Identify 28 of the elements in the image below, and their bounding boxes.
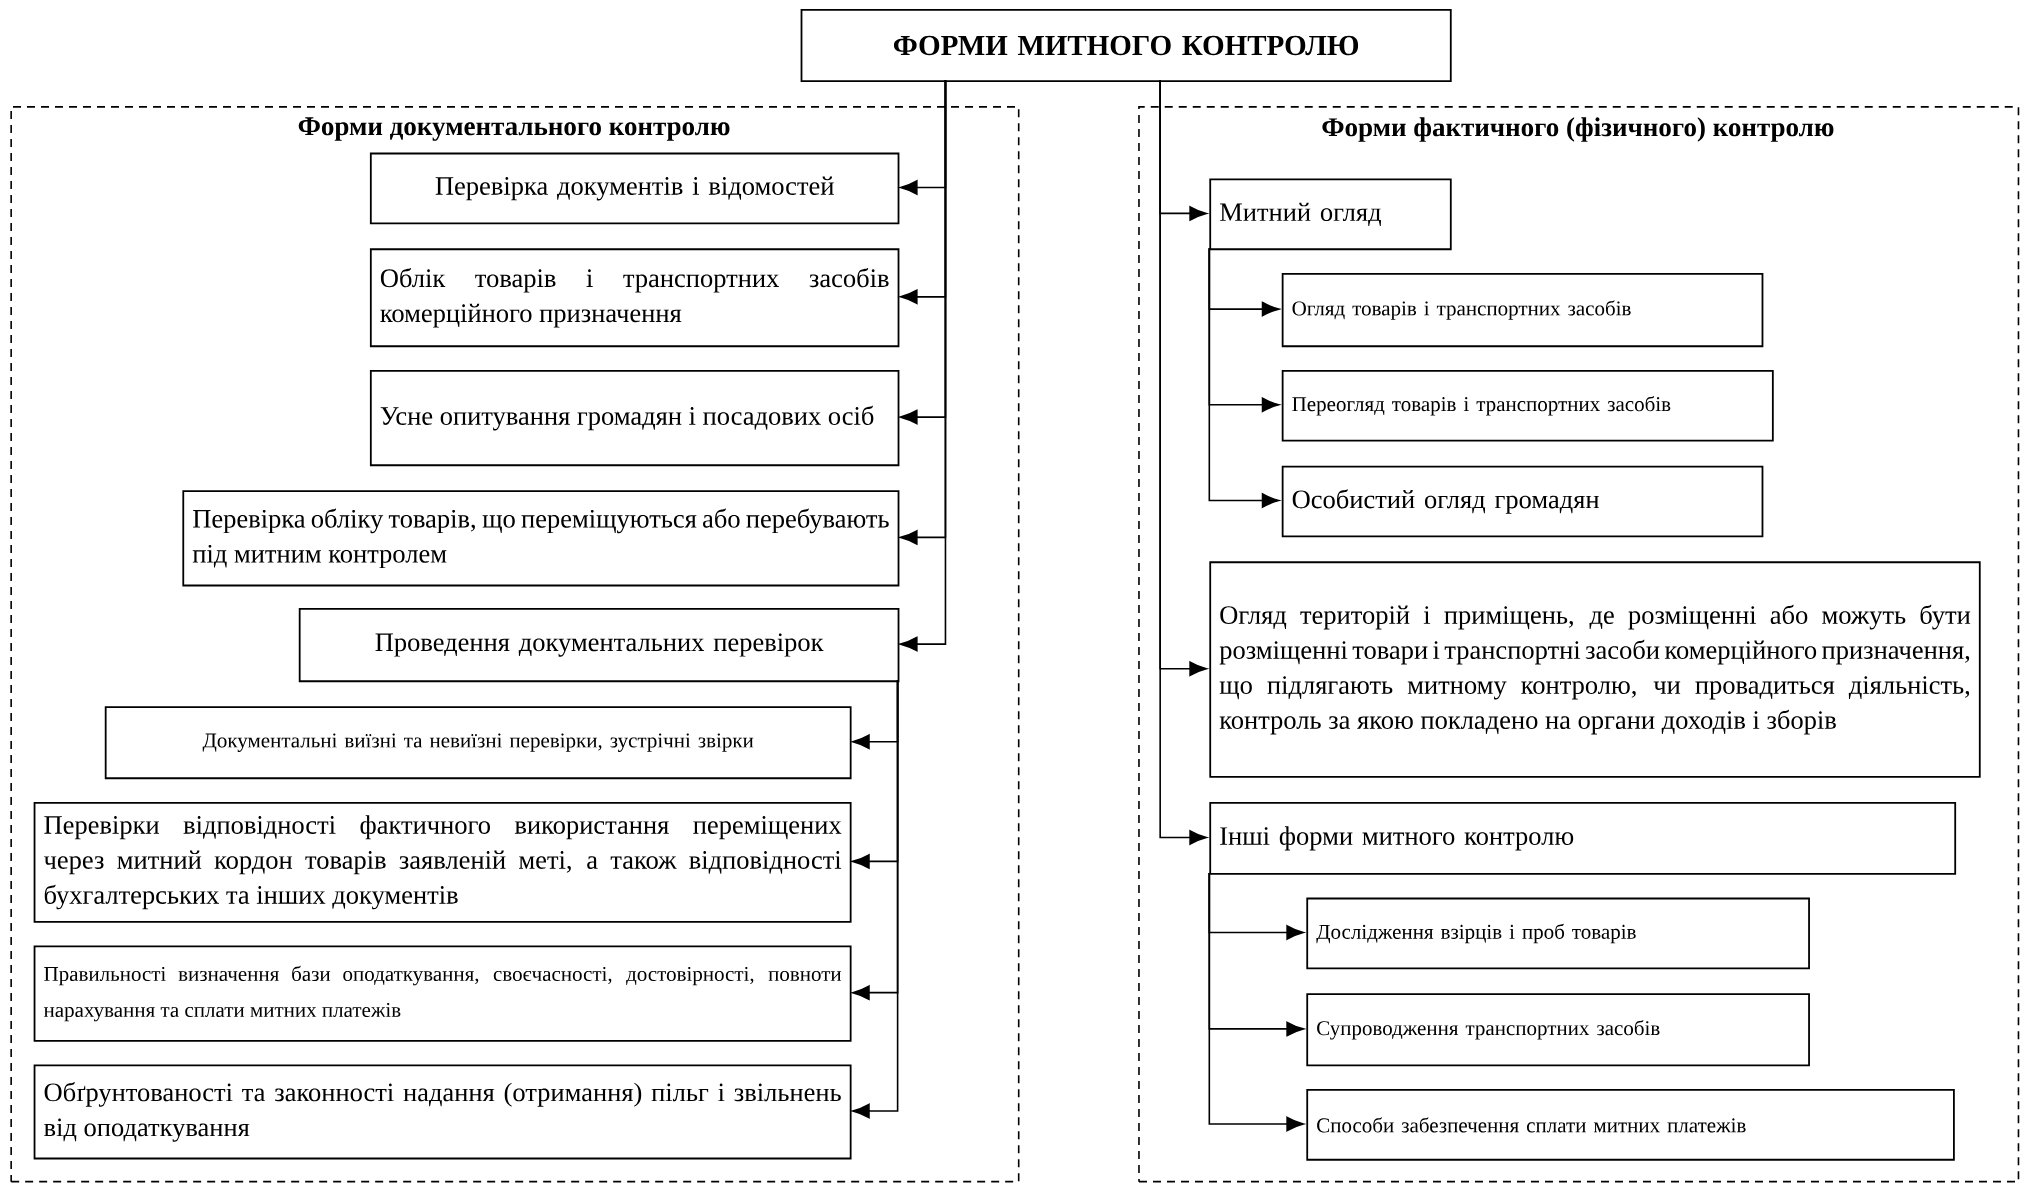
text-box: Проведення документальних перевірок	[298, 607, 900, 683]
text-box: Способи забезпечення сплати митних платежів	[1306, 1089, 1955, 1161]
group-heading: Форми документального контролю	[298, 117, 730, 141]
arrow	[899, 79, 947, 652]
arrow	[1159, 79, 1207, 845]
text-box: Огляд товарів і транспортних засобів	[1281, 272, 1764, 348]
text-box: Переогляд товарів і транспортних засобів	[1281, 369, 1774, 442]
text-box: Огляд територій і приміщень, де розміщенні або можуть бути розміщенні товари і транспортні засоби комерційного призначення, що підлягають митному контролю, чи провадиться діяльність, контроль за якою покладено на органи доходів і зборів	[1209, 561, 1981, 778]
text-box: Облік товарів і транспортних засобів комерційного призначення	[369, 248, 900, 348]
arrow	[852, 679, 899, 1119]
text-box: Супроводження транспортних засобів	[1306, 993, 1810, 1067]
dashed-group-frame	[1138, 106, 2020, 1183]
text-box: Митний огляд	[1209, 178, 1452, 251]
text-box: Обґрунтованості та законності надання (отримання) пільг і звільнень від оподаткування	[33, 1064, 852, 1160]
dashed-group-frame	[10, 106, 1020, 1183]
text-box: Дослідження взірців і проб товарів	[1306, 897, 1810, 970]
text-box: Правильності визначення бази оподаткування, своєчасності, достовірності, повноти нарахування та сплати митних платежів	[33, 945, 852, 1042]
group-heading: Форми фактичного (фізичного) контролю	[1322, 117, 1834, 142]
text-box: Документальні виїзні та невиїзні перевірки, зустрічні звірки	[104, 706, 852, 780]
text-box: Перевірка документів і відомостей	[369, 152, 900, 225]
text-box: Перевірки відповідності фактичного використання переміщених через митний кордон товарів заявленій меті, а також відповідності бухгалтерських та інших документів	[33, 801, 852, 923]
text-box: Інші форми митного контролю	[1209, 801, 1957, 875]
text-box: Перевірка обліку товарів, що переміщуються або перебувають під митним контролем	[182, 490, 900, 587]
arrow	[1208, 247, 1280, 508]
arrow	[1208, 872, 1304, 1132]
text-box: ФОРМИ МИТНОГО КОНТРОЛЮ	[800, 9, 1452, 82]
text-box: Усне опитування громадян і посадових осіб	[369, 369, 900, 467]
text-box: Особистий огляд громадян	[1281, 465, 1764, 538]
